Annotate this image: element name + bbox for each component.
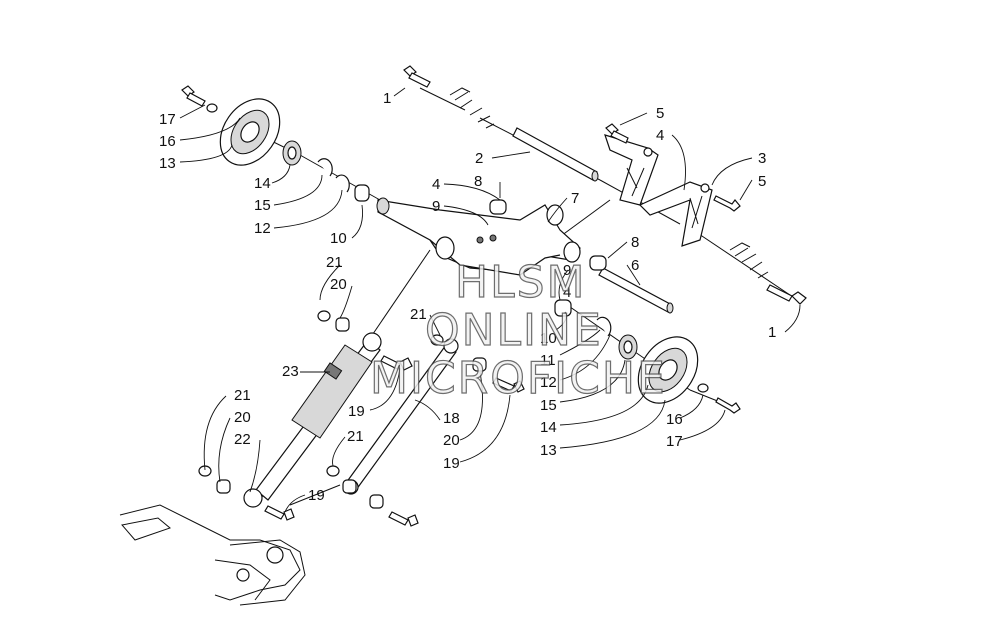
wheel-bearing-right xyxy=(618,334,638,360)
watermark-line-3: MICROFICHE xyxy=(370,353,667,404)
idler-wheel-left xyxy=(219,98,281,166)
label-part-13-right: 13 xyxy=(540,442,557,459)
label-part-6: 6 xyxy=(631,257,639,274)
label-part-4-lower: 4 xyxy=(563,284,571,301)
label-part-4-mid: 4 xyxy=(432,176,440,193)
label-part-9-mid: 9 xyxy=(563,262,571,279)
label-part-8-right: 8 xyxy=(631,234,639,251)
label-part-7: 7 xyxy=(571,190,579,207)
frame-rail-stub-left xyxy=(449,87,495,129)
label-part-8-top: 8 xyxy=(474,173,482,190)
label-part-18: 18 xyxy=(443,410,460,427)
label-part-4-top: 4 xyxy=(656,127,664,144)
label-part-15-right: 15 xyxy=(540,397,557,414)
label-part-11: 11 xyxy=(540,352,556,369)
label-part-10-left: 10 xyxy=(330,230,347,247)
label-part-17-left: 17 xyxy=(159,111,176,128)
swing-arm xyxy=(376,197,581,276)
rear-rail-mount-partial xyxy=(119,504,306,606)
watermark-line-2: ONLINE xyxy=(425,305,603,356)
label-part-21-mid: 21 xyxy=(410,306,427,323)
leader-lines xyxy=(179,87,801,513)
part-number-labels: 1 17 16 13 14 15 12 10 2 4 9 8 7 5 4 3 5… xyxy=(159,90,776,504)
label-part-14-right: 14 xyxy=(540,419,557,436)
hex-bolt-frame-bottom xyxy=(766,284,807,305)
hex-bolt-frame-top xyxy=(403,65,431,88)
shock-bolts xyxy=(264,355,525,527)
shock-absorber xyxy=(243,332,382,508)
label-part-5-top: 5 xyxy=(656,105,664,122)
label-part-17-right: 17 xyxy=(666,433,683,450)
label-part-1-bottom: 1 xyxy=(768,324,776,341)
flat-washer-right xyxy=(697,383,709,393)
label-part-20-lower: 20 xyxy=(234,409,251,426)
shock-bushings xyxy=(198,310,487,509)
idler-wheel-right xyxy=(637,336,699,404)
label-part-12-left: 12 xyxy=(254,220,271,237)
label-part-21-lower-right: 21 xyxy=(347,428,364,445)
label-part-3: 3 xyxy=(758,150,766,167)
label-part-16-right: 16 xyxy=(666,411,683,428)
label-part-15-left: 15 xyxy=(254,197,271,214)
snap-ring-left-inner xyxy=(335,174,350,193)
bracket-bolt-upper xyxy=(605,123,629,144)
label-part-12-right: 12 xyxy=(540,374,557,391)
label-part-1-top: 1 xyxy=(383,90,391,107)
label-part-20-mid: 20 xyxy=(443,432,460,449)
wheel-bearing-left xyxy=(282,140,302,166)
label-part-14-left: 14 xyxy=(254,175,271,192)
label-part-19-lower: 19 xyxy=(308,487,325,504)
label-part-19-mid: 19 xyxy=(443,455,460,472)
label-part-23: 23 xyxy=(282,363,299,380)
label-part-9-top: 9 xyxy=(432,198,440,215)
flat-washer-left xyxy=(206,103,218,113)
label-part-22: 22 xyxy=(234,431,251,448)
watermark-line-1: HLSM xyxy=(455,257,587,308)
bracket-bolt-lower xyxy=(713,195,741,212)
label-part-2: 2 xyxy=(475,150,483,167)
hex-bolt-left-wheel xyxy=(181,85,206,107)
axle-rod-rear xyxy=(598,267,674,314)
label-part-20-top: 20 xyxy=(330,276,347,293)
spacer-left xyxy=(354,184,370,202)
watermark: HLSM ONLINE MICROFICHE xyxy=(369,256,667,404)
label-part-5-right: 5 xyxy=(758,173,766,190)
mounting-bracket xyxy=(604,134,713,247)
snap-ring-left-outer xyxy=(317,158,333,177)
label-part-16-left: 16 xyxy=(159,133,176,150)
pivot-bushing-rear xyxy=(589,255,607,271)
label-part-13-left: 13 xyxy=(159,155,176,172)
label-part-21-top: 21 xyxy=(326,254,343,271)
label-part-21-lower-left: 21 xyxy=(234,387,251,404)
frame-rail-stub-right xyxy=(729,242,769,279)
pivot-bushing-upper xyxy=(489,199,507,215)
label-part-10-right: 10 xyxy=(540,330,557,347)
label-part-19-upper: 19 xyxy=(348,403,365,420)
snap-ring-right xyxy=(596,316,612,337)
spacer-right xyxy=(554,299,572,317)
axle-rod-front xyxy=(512,127,599,182)
hex-bolt-right-wheel xyxy=(715,397,741,414)
